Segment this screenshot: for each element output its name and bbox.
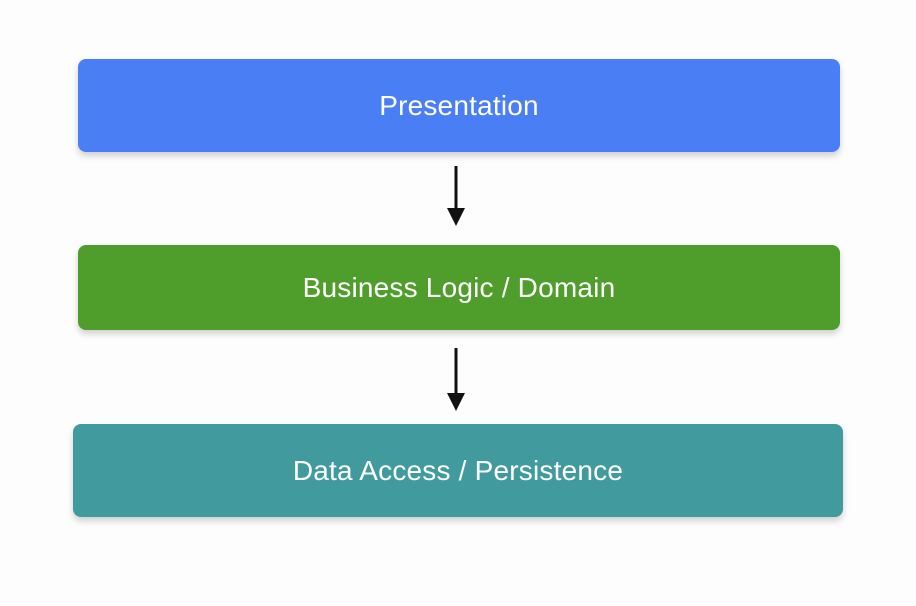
layer-label-presentation: Presentation <box>379 89 539 121</box>
arrow-down-icon-presentation-to-business <box>446 166 466 226</box>
arrow-down-icon-business-to-data <box>446 348 466 411</box>
layer-box-data-access[interactable]: Data Access / Persistence <box>73 424 843 517</box>
layer-box-business-logic[interactable]: Business Logic / Domain <box>78 245 840 330</box>
layer-box-presentation[interactable]: Presentation <box>78 59 840 152</box>
layer-label-data-access: Data Access / Persistence <box>292 454 624 486</box>
layer-label-business-logic: Business Logic / Domain <box>302 271 616 303</box>
